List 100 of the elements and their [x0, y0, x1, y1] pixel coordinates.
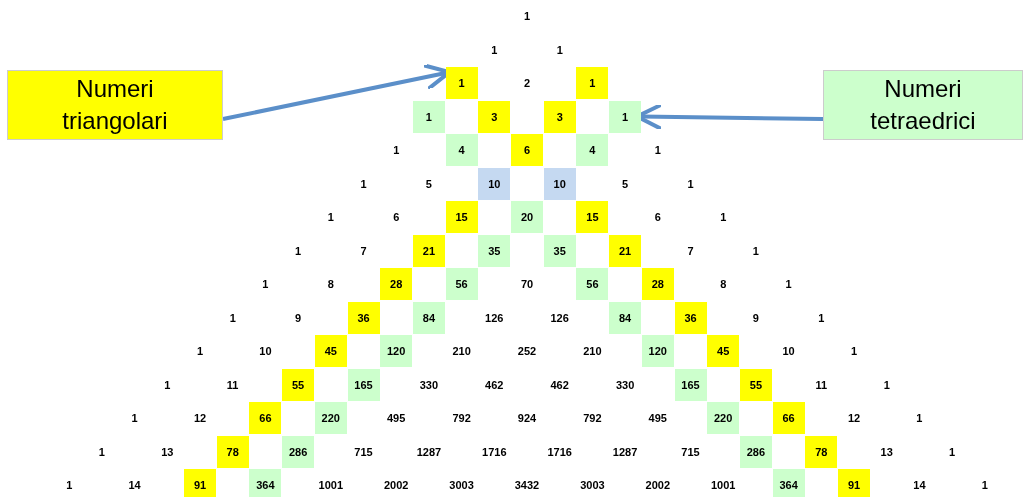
number: 1 — [915, 411, 924, 426]
number: 1 — [65, 478, 74, 493]
number: 1 — [980, 478, 989, 493]
label-box: Numeri triangolari — [7, 70, 223, 140]
number-cell: 56 — [445, 268, 478, 300]
number: 462 — [484, 377, 505, 393]
number: 1 — [849, 344, 859, 359]
number: 1 — [522, 9, 532, 24]
number-cell: 35 — [543, 234, 576, 267]
number-cell: 3 — [543, 100, 576, 133]
number: 495 — [647, 411, 668, 426]
number-cell: 286 — [739, 435, 772, 468]
number-cell: 10 — [478, 167, 511, 200]
number-cell: 28 — [641, 268, 674, 300]
number-cell: 28 — [380, 268, 413, 300]
number-cell: 66 — [249, 402, 282, 434]
number-cell: 84 — [609, 301, 642, 334]
number: 9 — [751, 310, 760, 326]
number-cell: 20 — [511, 201, 543, 233]
number: 1 — [817, 310, 826, 326]
number: 1 — [686, 176, 695, 192]
number-cell: 220 — [314, 402, 347, 434]
number-cell: 120 — [380, 335, 413, 367]
number-cell: 91 — [184, 469, 216, 497]
number: 14 — [127, 478, 142, 493]
number: 8 — [326, 277, 335, 292]
number: 3432 — [513, 478, 541, 493]
number: 10 — [781, 344, 796, 359]
number-cell: 91 — [838, 469, 870, 497]
number: 462 — [549, 377, 570, 393]
number: 1 — [359, 176, 368, 192]
number: 330 — [614, 377, 636, 393]
number: 1 — [490, 42, 499, 58]
number: 1 — [948, 444, 957, 460]
number-cell: 1 — [445, 67, 478, 99]
number-cell: 66 — [772, 402, 805, 434]
number: 1716 — [481, 444, 508, 460]
number: 11 — [814, 377, 829, 393]
number-cell: 364 — [772, 469, 805, 497]
number: 210 — [451, 344, 472, 359]
number: 1 — [719, 210, 728, 225]
number: 2002 — [644, 478, 672, 493]
number: 495 — [386, 411, 407, 426]
number: 1 — [751, 243, 760, 259]
number-cell: 165 — [347, 368, 380, 401]
number: 252 — [516, 344, 538, 359]
number-cell: 3 — [478, 100, 511, 133]
number-cell: 55 — [282, 368, 315, 401]
number: 12 — [846, 411, 862, 426]
number-cell: 36 — [674, 301, 707, 334]
number: 1 — [294, 243, 303, 259]
number: 1 — [130, 411, 139, 426]
number: 1 — [784, 277, 793, 292]
number: 1287 — [415, 444, 443, 460]
number: 126 — [484, 310, 505, 326]
number: 3003 — [448, 478, 475, 493]
number-cell: 120 — [641, 335, 674, 367]
number-cell: 35 — [478, 234, 511, 267]
number: 2 — [522, 76, 532, 91]
number: 13 — [879, 444, 894, 460]
number: 1 — [326, 210, 335, 225]
number: 126 — [549, 310, 570, 326]
number: 1 — [392, 143, 401, 158]
number-cell: 10 — [543, 167, 576, 200]
label-box: Numeri tetraedrici — [823, 70, 1023, 140]
number: 1001 — [709, 478, 737, 493]
number-cell: 15 — [445, 201, 478, 233]
number: 1 — [97, 444, 106, 460]
number: 11 — [225, 377, 240, 393]
number: 5 — [424, 176, 433, 192]
number: 1716 — [546, 444, 573, 460]
number: 7 — [686, 243, 695, 259]
number: 5 — [621, 176, 630, 192]
number: 70 — [519, 277, 535, 292]
number: 10 — [258, 344, 273, 359]
number: 3003 — [579, 478, 606, 493]
number: 1 — [228, 310, 237, 326]
number-cell: 78 — [805, 435, 838, 468]
number-cell: 1 — [609, 100, 642, 133]
number-cell: 36 — [347, 301, 380, 334]
number: 14 — [912, 478, 927, 493]
number: 1 — [261, 277, 270, 292]
number: 924 — [516, 411, 538, 426]
number: 1 — [653, 143, 662, 158]
number: 1 — [882, 377, 891, 393]
number: 1 — [163, 377, 172, 393]
number-cell: 1 — [576, 67, 609, 99]
number-cell: 56 — [576, 268, 609, 300]
number: 715 — [353, 444, 374, 460]
number-cell: 45 — [314, 335, 347, 367]
number-cell: 45 — [707, 335, 740, 367]
number: 12 — [192, 411, 208, 426]
number-cell: 84 — [412, 301, 445, 334]
number-cell: 21 — [609, 234, 642, 267]
number-cell: 4 — [576, 134, 609, 166]
number-cell: 15 — [576, 201, 609, 233]
number: 13 — [160, 444, 175, 460]
number: 9 — [294, 310, 303, 326]
number: 1287 — [611, 444, 639, 460]
number-cell: 1 — [412, 100, 445, 133]
